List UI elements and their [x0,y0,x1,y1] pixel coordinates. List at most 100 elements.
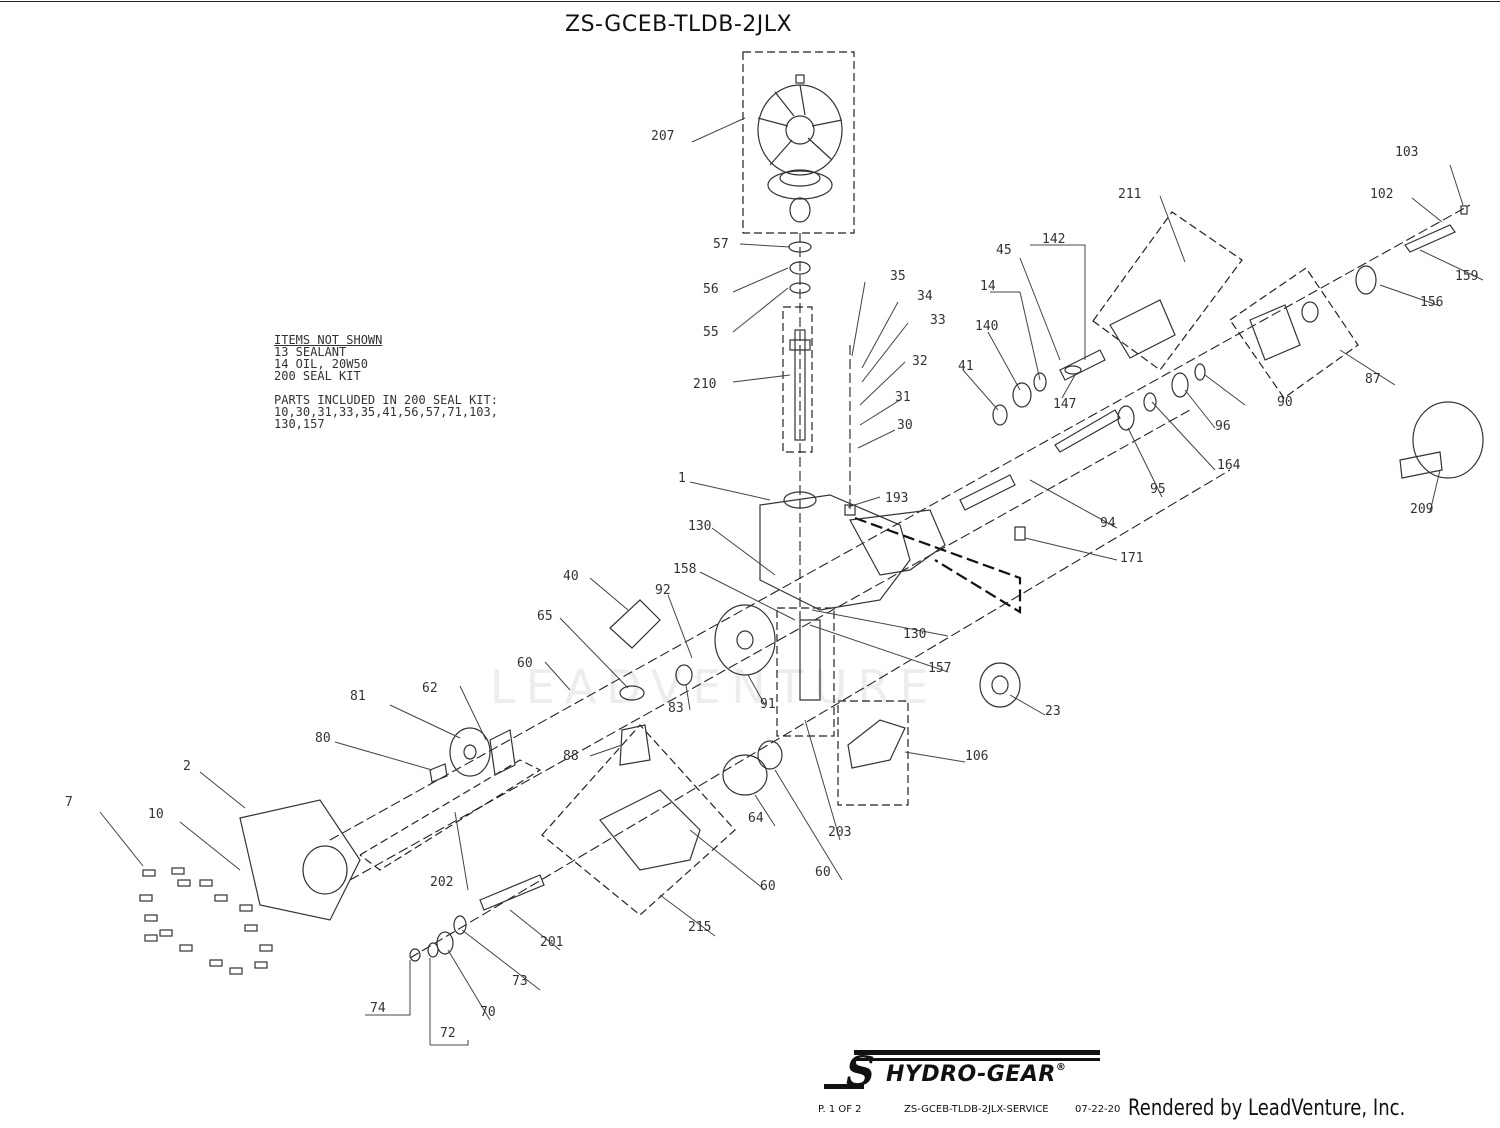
logo-name: HYDRO-GEAR [886,1062,1056,1087]
pinion-62 [489,729,516,776]
callout-87: 87 [1365,372,1381,387]
callout-10: 10 [148,807,164,822]
notes-line-2: 14 OIL, 20W50 [274,357,368,371]
callout-81: 81 [350,689,366,704]
callout-45: 45 [996,243,1012,258]
items-not-shown-notes: ITEMS NOT SHOWN 13 SEALANT 14 OIL, 20W50… [274,334,498,430]
callout-33: 33 [930,313,946,328]
page-number: P. 1 OF 2 [818,1104,862,1115]
callout-40: 40 [563,569,579,584]
notes-heading: ITEMS NOT SHOWN [274,333,383,347]
top-rule [0,1,1500,2]
hydro-gear-logo: S HYDRO-GEAR® [824,1048,1104,1094]
callout-96: 96 [1215,419,1231,434]
gear-81 [449,727,491,777]
callout-31: 31 [895,390,911,405]
bypass-arm-106 [847,719,906,769]
check-valve-203 [799,619,821,701]
washer-41 [992,404,1008,426]
callout-91: 91 [760,697,776,712]
callout-90: 90 [1277,395,1293,410]
fan-box [742,51,855,234]
callout-labels: 207 57 56 55 210 35 34 33 32 31 30 45 14… [65,129,1478,1041]
callout-171: 171 [1120,551,1143,566]
seal-55 [789,282,811,294]
motor-64 [722,754,768,796]
callout-201: 215 [688,920,711,935]
callout-32: 32 [912,354,928,369]
callout-71: 72 [440,1026,456,1041]
callout-103: 103 [1395,145,1418,160]
callout-156: 156 [1420,295,1443,310]
callout-106: 106 [965,749,988,764]
watermark: LEADVENTURE [490,660,939,714]
ring-164 [1143,392,1157,412]
callout-130-top: 130 [688,519,711,534]
parts [139,74,1484,975]
callout-14: 14 [980,279,996,294]
callout-94: 94 [1100,516,1116,531]
document-id: ZS-GCEB-TLDB-2JLX-SERVICE [904,1104,1049,1115]
callout-64: 64 [748,811,764,826]
nut-103 [1460,205,1468,215]
callout-102: 102 [1370,187,1393,202]
callout-83: 83 [668,701,684,716]
centerlines [329,204,1471,959]
hub-box [1229,267,1359,399]
rendered-by: Rendered by LeadVenture, Inc. [1128,1096,1406,1121]
upper-axle-line [329,204,1471,841]
valve-box [776,607,835,737]
callout-30: 30 [897,418,913,433]
callout-57: 57 [713,237,729,252]
diagram-title: ZS-GCEB-TLDB-2JLX [565,12,793,37]
parts-line-2: 130,157 [274,417,325,431]
ring-90 [1194,363,1206,381]
washer-14 [1033,372,1047,392]
callout-202: 60 [760,879,776,894]
block-60 [619,724,651,766]
callout-92: 92 [655,583,671,598]
hub-87 [1249,304,1301,361]
center-section-202 [599,789,701,871]
seal-156 [1355,265,1377,295]
callout-95: 95 [1150,482,1166,497]
washer-70 [409,948,421,962]
callout-193: 193 [885,491,908,506]
thrust-plate-60 [757,740,783,770]
callout-56: 56 [703,282,719,297]
callout-34: 34 [917,289,933,304]
washer-80 [429,763,448,783]
callout-55: 55 [703,325,719,340]
pawl-45 [1059,349,1106,381]
callout-147: 147 [1053,397,1076,412]
callout-140: 140 [975,319,998,334]
dashed-boxes [359,51,1359,916]
washer-74 [453,915,467,935]
bearing-95 [1117,405,1135,431]
callout-211: 211 [1118,187,1141,202]
callout-142: 142 [1042,232,1065,247]
callout-7: 7 [65,795,73,810]
seal-96 [1171,372,1189,398]
callout-60-bottom: 60 [815,865,831,880]
notes-line-3: 200 SEAL KIT [274,369,361,383]
ring-71 [427,942,439,958]
registered-mark: ® [1055,1062,1067,1073]
leader-lines [99,117,1484,1046]
end-cap-2 [239,799,361,921]
callout-74: 73 [512,974,528,989]
axle-94 [1054,409,1121,453]
callout-23: 23 [1045,704,1061,719]
washer-88 [675,664,693,686]
callout-1: 1 [678,471,686,486]
bolts-7 [139,867,273,975]
callout-65: 65 [537,609,553,624]
gear-91 [714,604,776,676]
callout-2: 2 [183,759,191,774]
callout-60-gear: 60 [517,656,533,671]
washer-56 [789,261,811,275]
pump-shaft-box [782,306,813,453]
brake-arm-40 [609,599,661,649]
brake-box [1092,211,1243,371]
